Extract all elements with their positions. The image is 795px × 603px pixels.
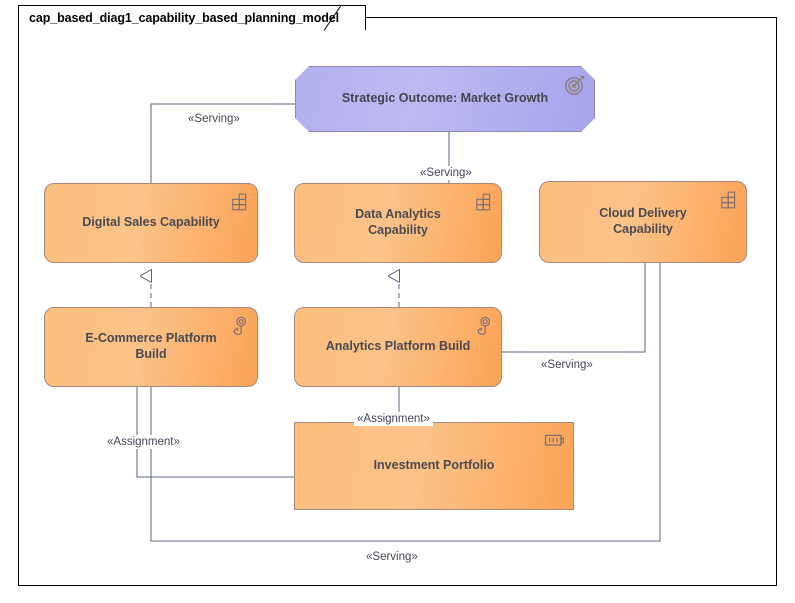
- node-data-analytics-capability-label: Data Analytics Capability: [355, 207, 441, 237]
- resource-battery-icon: [544, 434, 565, 446]
- capability-blocks-icon: [721, 191, 736, 209]
- node-cloud-delivery-capability-label: Cloud Delivery Capability: [599, 206, 687, 236]
- node-digital-sales-capability[interactable]: Digital Sales Capability: [44, 183, 258, 263]
- edge-label-serving-cloud-delivery-to-ecommerce: «Serving»: [363, 550, 421, 564]
- edge-label-serving-data-analytics-to-outcome: «Serving»: [417, 166, 475, 180]
- capability-blocks-icon: [476, 193, 491, 211]
- diagram-title-text: cap_based_diag1_capability_based_plannin…: [29, 11, 339, 25]
- edge-label-serving-digital-sales-to-outcome: «Serving»: [185, 112, 243, 126]
- diagram-title-tab[interactable]: cap_based_diag1_capability_based_plannin…: [18, 5, 366, 30]
- edge-label-serving-cloud-delivery-to-analytics-build: «Serving»: [538, 358, 596, 372]
- edge-label-assignment-investment-to-analytics: «Assignment»: [354, 412, 433, 426]
- work-package-icon: [477, 316, 491, 336]
- node-ecommerce-platform-build[interactable]: E-Commerce Platform Build: [44, 307, 258, 387]
- node-investment-portfolio-label: Investment Portfolio: [373, 458, 495, 473]
- node-analytics-platform-build[interactable]: Analytics Platform Build: [294, 307, 502, 387]
- node-strategic-outcome[interactable]: Strategic Outcome: Market Growth: [295, 66, 595, 132]
- edge-label-assignment-investment-to-ecommerce: «Assignment»: [104, 435, 183, 449]
- node-digital-sales-capability-label: Digital Sales Capability: [82, 215, 220, 230]
- work-package-icon: [233, 316, 247, 336]
- node-ecommerce-platform-build-label: E-Commerce Platform Build: [85, 331, 217, 361]
- node-cloud-delivery-capability[interactable]: Cloud Delivery Capability: [539, 181, 747, 263]
- node-investment-portfolio[interactable]: Investment Portfolio: [294, 422, 574, 510]
- node-data-analytics-capability[interactable]: Data Analytics Capability: [294, 183, 502, 263]
- node-analytics-platform-build-label: Analytics Platform Build: [325, 339, 471, 354]
- target-outcome-icon: [564, 74, 586, 96]
- capability-blocks-icon: [232, 193, 247, 211]
- node-strategic-outcome-label: Strategic Outcome: Market Growth: [341, 91, 549, 106]
